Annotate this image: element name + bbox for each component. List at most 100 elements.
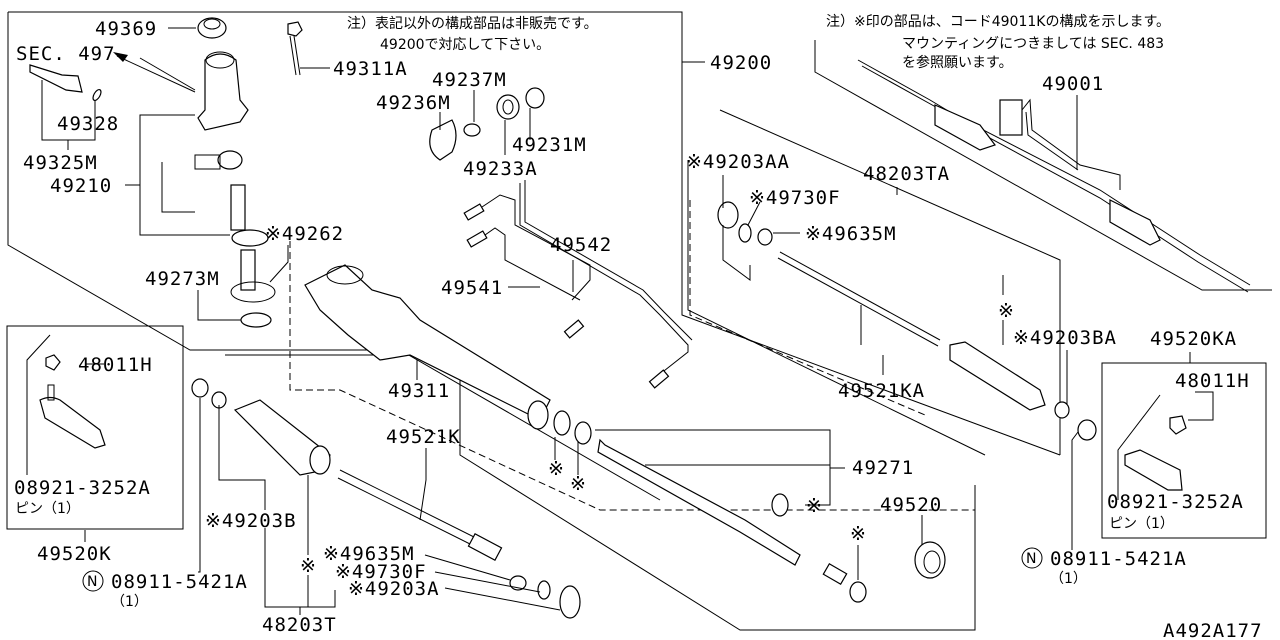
label-08921-left[interactable]: 08921-3252A [14,477,151,499]
label-49210[interactable]: 49210 [50,175,112,197]
part-49542 [519,180,693,379]
part-boot-right [949,341,1046,411]
part-rack [597,438,801,566]
label-08911-right[interactable]: 08911-5421A [1050,548,1187,570]
part-49236M [429,119,457,161]
label-49730F-left[interactable]: ※49730F [335,561,427,583]
note-left-line1: 注）表記以外の構成部品は非販売です。 [347,15,598,32]
part-seal-d [849,581,867,603]
label-49520K[interactable]: 49520K [37,543,112,565]
part-seal-a [553,410,571,436]
frame-49200-left [7,12,661,501]
part-49203BA [1054,401,1070,419]
label-49325M[interactable]: 49325M [23,152,98,174]
note-right-line3: を参照願います。 [902,54,1013,71]
label-49200[interactable]: 49200 [710,52,772,74]
label-49271[interactable]: 49271 [852,457,914,479]
n-mark-icon-right [1021,547,1043,569]
label-49328[interactable]: 49328 [57,113,119,135]
label-qty-right: （1） [1050,571,1087,587]
frame-lines [7,11,1272,631]
part-49541 [469,194,591,301]
part-49001-rack [857,59,1251,286]
part-labels: 49369 SEC. 497 49311A 49328 49325M 49210… [14,18,1263,640]
label-08911-left[interactable]: 08911-5421A [111,571,248,593]
part-49635M-right [757,228,773,246]
part-49273M [240,312,272,328]
part-48011H-left [45,354,61,371]
part-49203A [559,585,581,619]
part-49231M [525,87,545,109]
label-49203B[interactable]: ※49203B [205,510,297,532]
label-49203AA[interactable]: ※49203AA [686,151,790,173]
label-qty-left: （1） [111,594,148,610]
label-49635M-right[interactable]: ※49635M [805,223,897,245]
label-49311[interactable]: 49311 [388,380,450,402]
part-49203AA [717,201,739,229]
label-pin-right: ピン（1） [1109,516,1174,532]
part-bolt-49311A [287,21,303,37]
frame-48203TA-left [687,160,986,456]
box-49520KA [1101,362,1267,539]
label-49730F-right[interactable]: ※49730F [749,187,841,209]
note-left-line2: 49200で対応して下さい。 [380,37,550,53]
label-49369[interactable]: 49369 [95,18,157,40]
label-sec-497[interactable]: SEC. 497 [16,43,116,65]
label-star-right: ※ [998,300,1015,322]
label-49203BA[interactable]: ※49203BA [1013,327,1117,349]
part-nut-08911-right [1077,419,1097,441]
label-49541[interactable]: 49541 [441,277,503,299]
part-nut-08911-left [191,378,209,398]
part-49328 [92,88,102,102]
label-49521K[interactable]: 49521K [386,426,461,448]
part-49520 [914,541,946,579]
part-49210-seals [217,150,243,170]
part-49001-valve [999,99,1023,136]
part-tierod-end-left [39,396,106,449]
label-49001[interactable]: 49001 [1042,73,1104,95]
part-seal-c [771,493,789,517]
n-mark-left: N [87,574,97,590]
label-49236M[interactable]: 49236M [376,92,451,114]
label-star-seal-c: ※ [806,495,823,517]
label-star-seal-b: ※ [570,473,587,495]
label-48011H-right[interactable]: 48011H [1175,370,1250,392]
note-right-line1: 注）※印の部品は、コード49011Kの構成を示します。 [826,14,1170,30]
label-49311A[interactable]: 49311A [333,58,408,80]
label-49635M-left[interactable]: ※49635M [323,543,415,565]
label-48203T[interactable]: 48203T [262,614,337,636]
label-49521KA[interactable]: 49521KA [838,380,925,402]
part-tierod-inner-left [467,532,503,562]
part-pinion-shaft [230,184,246,231]
label-48203TA[interactable]: 48203TA [863,163,950,185]
label-49237M[interactable]: 49237M [432,69,507,91]
part-49635M-left [509,575,527,591]
part-49233A [496,94,520,120]
figure-code: A492A177 [1163,620,1263,640]
label-49233A[interactable]: 49233A [463,158,538,180]
label-49520[interactable]: 49520 [880,494,942,516]
label-49262[interactable]: ※49262 [265,223,344,245]
label-49203A[interactable]: ※49203A [348,578,440,600]
note-right-line2: マウンティングにつきましては SEC. 483 [902,36,1164,52]
label-48011H-left[interactable]: 48011H [78,354,153,376]
frame-49001 [814,40,1272,291]
part-shapes [29,17,1251,619]
n-mark-right: N [1026,551,1036,567]
frame-48203TA [719,109,1061,455]
label-49542[interactable]: 49542 [550,234,612,256]
label-49273M[interactable]: 49273M [145,268,220,290]
part-housing-end [527,400,549,430]
part-49730F-right [738,223,752,243]
label-star-seal-d: ※ [850,523,867,545]
part-49237M [463,123,481,137]
part-49369 [197,17,227,39]
n-mark-icon-left [82,570,104,592]
label-49231M[interactable]: 49231M [512,134,587,156]
part-seal-b [574,421,592,445]
label-star-left: ※ [300,555,317,577]
label-49520KA[interactable]: 49520KA [1150,328,1237,350]
label-star-seal-a: ※ [548,458,565,480]
label-08921-right[interactable]: 08921-3252A [1107,491,1244,513]
